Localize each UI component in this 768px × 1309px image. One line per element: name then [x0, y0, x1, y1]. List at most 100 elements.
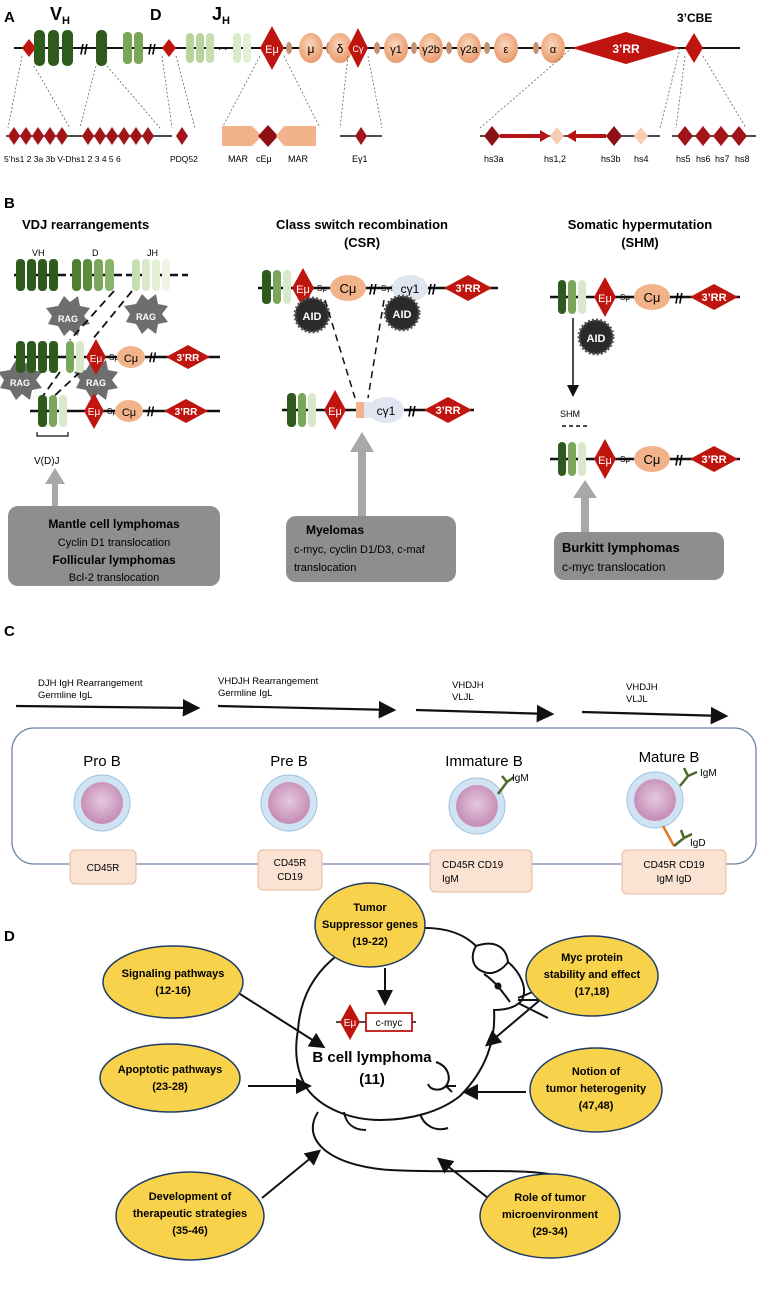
svg-text:stability and effect: stability and effect: [544, 969, 641, 981]
stage-immature-b: Immature B IgM: [445, 753, 529, 835]
ellipse-myc-protein: Myc protein stability and effect (17,18): [525, 935, 659, 1017]
svg-text:Immature B: Immature B: [445, 753, 523, 770]
panel-a: A VH D JH 3’CBE // // · ·: [4, 4, 756, 164]
csr-dashes: [324, 299, 385, 399]
svg-text:microenvironment: microenvironment: [502, 1209, 598, 1221]
zoom-lines: [7, 47, 747, 129]
svg-text:(47,48): (47,48): [579, 1100, 614, 1112]
center-ref: (11): [359, 1071, 385, 1088]
svg-text:Eμ: Eμ: [296, 284, 310, 296]
influence-arrows: [239, 968, 541, 1199]
hs-diamond-5prime: [22, 39, 36, 57]
svg-text:IgM: IgM: [512, 773, 529, 784]
panel-letter-d: D: [4, 928, 15, 945]
svg-text://: //: [80, 41, 88, 57]
svg-text:Sμ: Sμ: [317, 284, 327, 293]
shm-title: Somatic hypermutation: [568, 217, 713, 232]
svg-text://: //: [408, 403, 416, 419]
svg-text:hs6: hs6: [696, 154, 711, 164]
rr-diamond: [572, 32, 680, 64]
svg-text:Myelomas: Myelomas: [306, 523, 364, 537]
center-label: B cell lymphoma: [312, 1049, 432, 1066]
cbe-label: 3’CBE: [677, 11, 712, 25]
panel-b: B VDJ rearrangements Class switch recomb…: [0, 195, 740, 586]
svg-text:3’RR: 3’RR: [701, 454, 726, 466]
svg-text:DJH IgH Rearrangement: DJH IgH Rearrangement: [38, 678, 143, 689]
svg-text:Notion of: Notion of: [572, 1066, 621, 1078]
aid-badges-csr: AID AID: [293, 294, 421, 334]
pdq-label: PDQ52: [170, 154, 198, 164]
svg-text:VHDJH: VHDJH: [452, 680, 484, 691]
rr-detail: hs3a hs1,2 hs3b hs4: [480, 126, 660, 164]
shm-row-top: Eμ Sμ Cμ // 3’RR AID SHM: [550, 277, 740, 427]
lymphoma-box-3: Burkitt lymphomas c-myc translocation: [554, 480, 724, 580]
d-segments: //: [123, 32, 176, 64]
svg-text:γ2a: γ2a: [460, 44, 479, 56]
svg-text:Eμ: Eμ: [328, 406, 342, 418]
emu-diamond: [260, 26, 284, 70]
svg-text:hs5: hs5: [676, 154, 691, 164]
svg-text:c-myc: c-myc: [376, 1018, 403, 1029]
shm-title-abbr: (SHM): [621, 235, 659, 250]
svg-text:Eμ: Eμ: [598, 293, 612, 305]
svg-text:(23-28): (23-28): [152, 1081, 188, 1093]
svg-text:RAG: RAG: [136, 312, 156, 322]
jh-segments: · ·: [186, 33, 251, 63]
rr-label: 3’RR: [612, 42, 640, 56]
svg-text:MAR: MAR: [228, 154, 249, 164]
vh-segments: //: [34, 30, 107, 66]
svg-text:Cμ: Cμ: [340, 281, 357, 296]
svg-text:ε: ε: [504, 44, 509, 56]
svg-text:VHDJH: VHDJH: [626, 682, 658, 693]
svg-text:hs8: hs8: [735, 154, 750, 164]
svg-text:Bcl-2 translocation: Bcl-2 translocation: [69, 572, 160, 584]
svg-text:AID: AID: [587, 333, 606, 345]
svg-text:CD45R: CD45R: [274, 858, 307, 869]
svg-text:Follicular lymphomas: Follicular lymphomas: [52, 553, 176, 567]
cbe-detail: hs5 hs6 hs7 hs8: [672, 126, 756, 164]
svg-text:Eμ: Eμ: [90, 354, 103, 365]
svg-text:IgD: IgD: [690, 838, 706, 849]
ellipse-signaling: Signaling pathways (12-16): [102, 945, 244, 1019]
svg-text:3’RR: 3’RR: [455, 283, 480, 295]
svg-text:Cμ: Cμ: [644, 452, 661, 467]
vdj-row-germline: VH D JH: [14, 248, 188, 291]
jh-label: JH: [212, 4, 230, 27]
lymphoma-box-2: Myelomas c-myc, cyclin D1/D3, c-maf tran…: [286, 432, 456, 582]
cbe-diamond: [685, 33, 703, 63]
stage-pro-b: Pro B: [73, 753, 131, 832]
svg-text:Sμ: Sμ: [107, 407, 117, 416]
svg-text:3’RR: 3’RR: [177, 353, 201, 364]
svg-text:cγ1: cγ1: [401, 282, 420, 296]
vdj-row-dj: Eμ Sμ Cμ // 3’RR: [14, 339, 220, 375]
svg-text:Cμ: Cμ: [124, 353, 138, 365]
svg-text:RAG: RAG: [86, 378, 106, 388]
svg-text:translocation: translocation: [294, 562, 356, 574]
svg-text:Myc protein: Myc protein: [561, 952, 623, 964]
transgene-construct: Eμ c-myc B cell lymphoma (11): [312, 1004, 432, 1088]
svg-text:cγ1: cγ1: [377, 404, 396, 418]
svg-text:hs3b: hs3b: [601, 154, 621, 164]
svg-text:CD45R: CD45R: [87, 863, 120, 874]
panel-letter-c: C: [4, 623, 15, 640]
svg-text:tumor heterogenity: tumor heterogenity: [546, 1083, 647, 1095]
svg-text:Sμ: Sμ: [620, 293, 630, 302]
svg-text:Eγ1: Eγ1: [352, 154, 368, 164]
svg-text:hs1,2: hs1,2: [544, 154, 566, 164]
svg-text:Sμ: Sμ: [620, 455, 630, 464]
svg-text:CD45R CD19: CD45R CD19: [643, 860, 705, 871]
svg-text:VLJL: VLJL: [626, 694, 648, 705]
svg-text:(12-16): (12-16): [155, 985, 191, 997]
svg-text:Mature B: Mature B: [639, 749, 700, 766]
csr-row-bottom: Eμ cγ1 // 3’RR: [282, 390, 474, 430]
d-label: D: [150, 7, 162, 24]
svg-text:CD45R CD19: CD45R CD19: [442, 860, 504, 871]
svg-text:hs3a: hs3a: [484, 154, 504, 164]
svg-text:AID: AID: [393, 309, 412, 321]
vdj-title: VDJ rearrangements: [22, 217, 149, 232]
svg-text:CD19: CD19: [277, 872, 303, 883]
svg-text:(17,18): (17,18): [575, 986, 610, 998]
svg-text:Cμ: Cμ: [644, 290, 661, 305]
vdj-row-vdj: Eμ Sμ Cμ // 3’RR V(D)J: [30, 393, 220, 467]
lymphoma-box-1: Mantle cell lymphomas Cyclin D1 transloc…: [8, 468, 220, 586]
